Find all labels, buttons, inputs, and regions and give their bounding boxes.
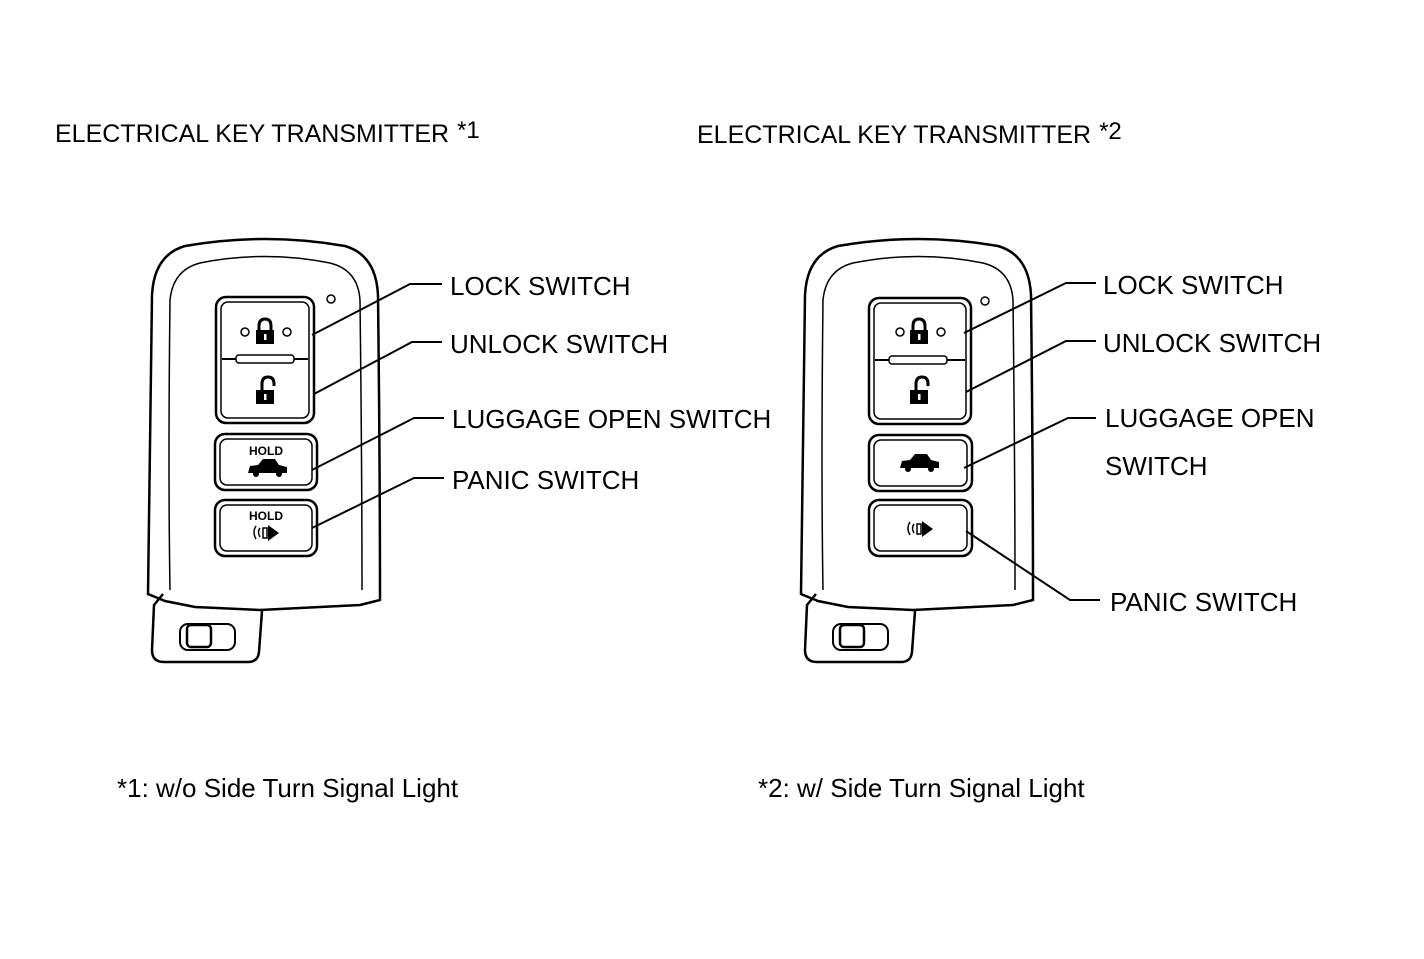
panic-switch-label: PANIC SWITCH (1110, 587, 1298, 617)
key-transmitter-1-title: ELECTRICAL KEY TRANSMITTER *1 (55, 117, 480, 149)
luggage-hold-text: HOLD (249, 444, 283, 458)
lock-switch-label: LOCK SWITCH (450, 271, 631, 301)
unlock-switch-label: UNLOCK SWITCH (450, 329, 669, 359)
footnote-1: *1: w/o Side Turn Signal Light (117, 773, 459, 803)
leader-lines-2 (963, 282, 1100, 601)
led-indicator (326, 294, 336, 304)
luggage-open-switch-label: LUGGAGE OPEN (1105, 403, 1315, 433)
luggage-open-switch-label-line2: SWITCH (1105, 451, 1208, 481)
mechanical-key-2 (803, 593, 917, 664)
fob-body-outline (146, 237, 382, 612)
title-ref: *1 (457, 117, 480, 144)
lock-icon (895, 317, 946, 344)
key-fob-1 (146, 237, 382, 664)
lock-switch-label: LOCK SWITCH (1103, 270, 1284, 300)
unlock-switch-label: UNLOCK SWITCH (1103, 328, 1322, 358)
lock-icon (240, 317, 292, 344)
panic-alarm-icon (907, 521, 933, 537)
luggage-open-switch-label: LUGGAGE OPEN SWITCH (452, 404, 772, 434)
unlock-icon (910, 375, 930, 404)
panic-hold-text: HOLD (249, 509, 283, 523)
fob-body-outline (799, 237, 1035, 612)
key-transmitter-2-title: ELECTRICAL KEY TRANSMITTER *2 (697, 118, 1122, 150)
car-trunk-icon (900, 454, 939, 472)
mechanical-key-1 (150, 593, 264, 664)
title-text: ELECTRICAL KEY TRANSMITTER (55, 120, 450, 148)
car-trunk-icon (248, 459, 287, 477)
panic-switch-label: PANIC SWITCH (452, 465, 640, 495)
title-text: ELECTRICAL KEY TRANSMITTER (697, 121, 1092, 149)
title-ref: *2 (1099, 118, 1122, 145)
key-fob-2 (799, 237, 1035, 664)
footnote-2: *2: w/ Side Turn Signal Light (758, 773, 1085, 803)
unlock-icon (256, 375, 276, 404)
leader-lines-1 (311, 283, 444, 529)
panic-alarm-icon (253, 525, 279, 541)
led-indicator (980, 296, 990, 306)
